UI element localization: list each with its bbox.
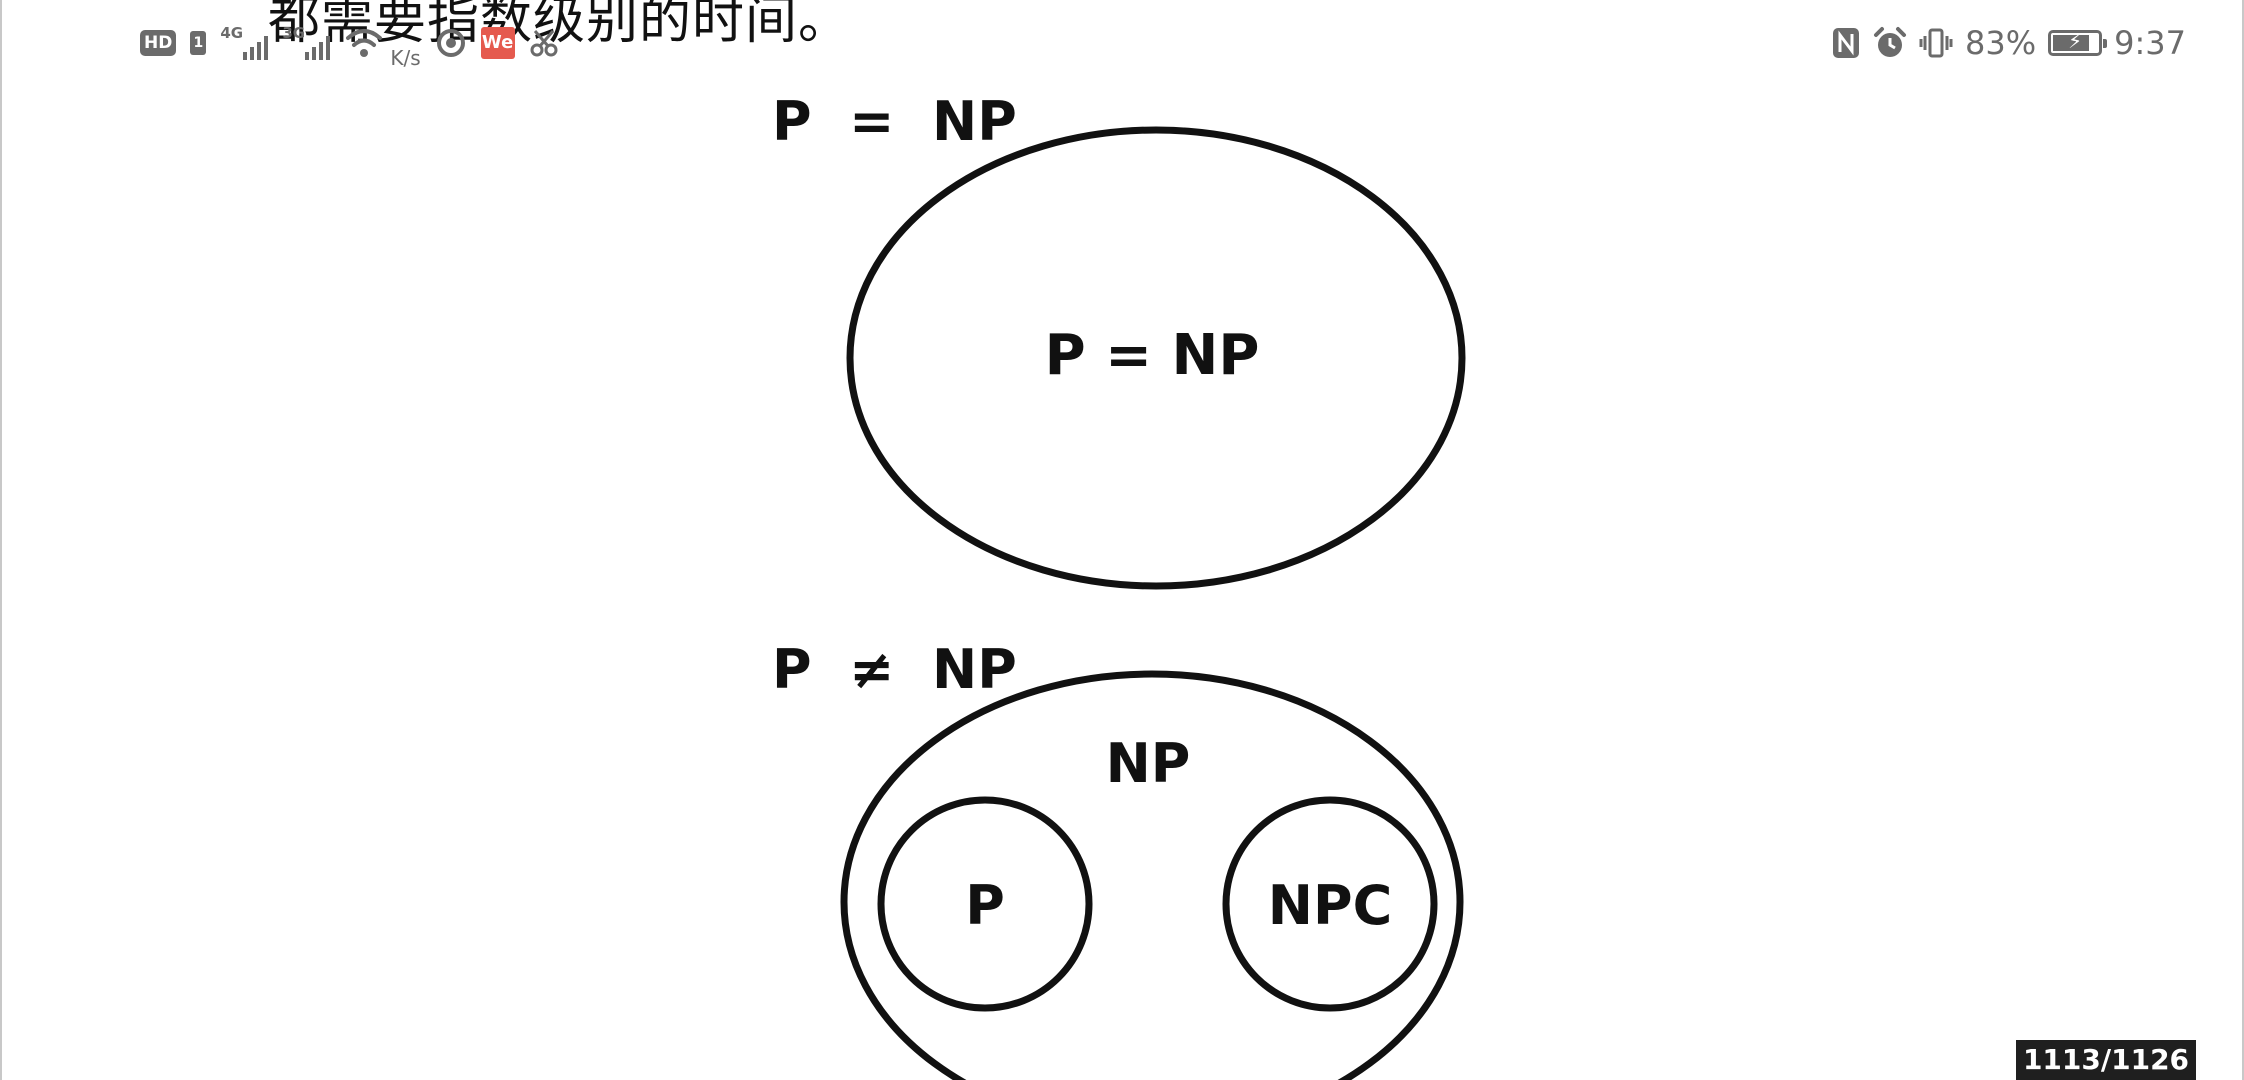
- diagram1-ellipse: [846, 126, 1466, 590]
- diagram2-np-label: NP: [1106, 732, 1191, 795]
- wps-icon: We: [480, 27, 515, 59]
- network-speed-unit: K/s: [390, 46, 421, 70]
- nfc-icon: [1833, 28, 1860, 58]
- sync-icon: [436, 29, 465, 57]
- signal-4g-icon: 4G: [220, 24, 269, 60]
- signal-3g-icon: 3G: [282, 24, 331, 60]
- battery-charging-icon: ⚡: [2048, 29, 2108, 56]
- diagram2-np-ellipse: [840, 670, 1464, 1080]
- vibrate-icon: [1919, 28, 1953, 58]
- diagram2-heading: P ≠ NP: [772, 638, 1017, 701]
- hd-icon: HD: [140, 30, 177, 56]
- wifi-icon: [346, 29, 383, 57]
- diagram2-p-label: P: [965, 874, 1005, 937]
- diagram2-npc-label: NPC: [1268, 874, 1392, 937]
- page-counter[interactable]: 1113/1126: [2016, 1040, 2196, 1080]
- diagram2-p-circle: [877, 796, 1093, 1012]
- alarm-icon: [1874, 27, 1907, 57]
- signal-3g-label: 3G: [282, 24, 306, 42]
- diagram1-ellipse-label: P = NP: [1045, 323, 1260, 388]
- status-bar-left: HD 1 4G 3G K/s We: [140, 18, 559, 70]
- diagram1-heading: P = NP: [772, 90, 1017, 153]
- signal-4g-label: 4G: [220, 24, 244, 42]
- scissors-icon: [530, 30, 558, 57]
- clock-time: 9:37: [2114, 24, 2186, 62]
- battery-percent: 83%: [1965, 24, 2037, 62]
- sim-icon: 1: [190, 31, 207, 55]
- diagram2-npc-circle: [1222, 796, 1438, 1012]
- battery-level-fill: [2053, 35, 2089, 51]
- status-bar-right: 83% ⚡ 9:37: [1831, 18, 2186, 68]
